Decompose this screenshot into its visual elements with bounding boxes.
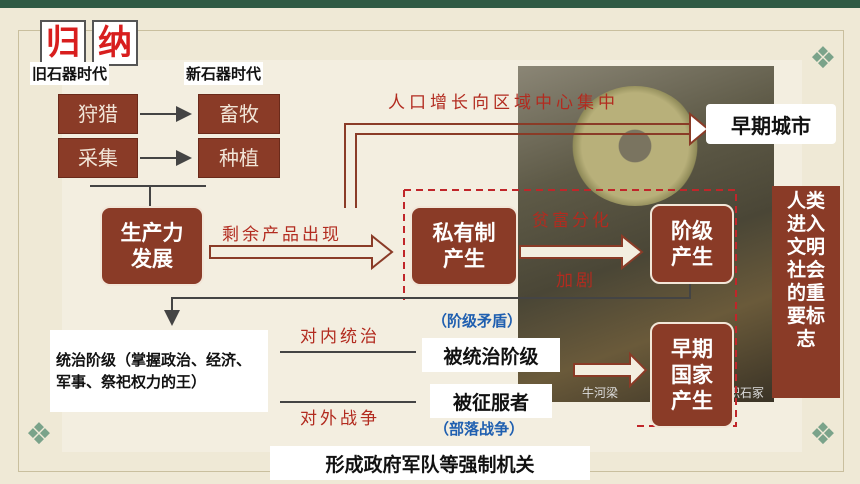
photo-caption: 牛河梁 [582,386,619,400]
private-ownership-box: 私有制 产生 [410,206,518,286]
intensify-label: 加剧 [556,271,596,291]
jade-disc-image [570,86,700,206]
coercive-institutions-box: 形成政府军队等强制机关 [270,446,590,480]
era-neolithic: 新石器时代 [184,62,264,85]
population-label: 人口增长向区域中心集中 [388,93,619,113]
class-conflict-label: （阶级矛盾） [432,312,523,330]
corner-ornament-icon: ❖ [809,417,837,452]
internal-rule-label: 对内统治 [300,327,380,347]
ruling-class-box: 统治阶级（掌握政治、经济、军事、祭祀权力的王） [50,330,268,412]
external-war-label: 对外战争 [300,409,380,429]
productivity-box: 生产力 发展 [100,206,204,286]
corner-ornament-icon: ❖ [25,417,53,452]
surplus-label: 剩余产品出现 [222,225,342,245]
tribal-war-label: （部落战争） [434,420,525,438]
era-paleolithic: 旧石器时代 [30,62,110,85]
item-herding: 畜牧 [198,94,280,134]
title-char-1: 归 [40,20,86,66]
item-gathering: 采集 [58,138,138,178]
title-char-2: 纳 [92,20,138,66]
civilization-mark: 人类进入文明社会的重要标志 [772,186,840,398]
early-city-box: 早期城市 [706,104,836,144]
early-state-box: 早期 国家 产生 [650,322,734,428]
corner-ornament-icon: ❖ [809,41,837,76]
photo-caption-2: 积石冢 [728,386,765,400]
top-bar [0,0,860,8]
class-emergence-box: 阶级 产生 [650,204,734,284]
item-hunting: 狩猎 [58,94,138,134]
ruled-class-box: 被统治阶级 [422,338,560,372]
wealth-gap-label: 贫富分化 [532,211,612,231]
item-farming: 种植 [198,138,280,178]
conquered-box: 被征服者 [430,384,552,418]
